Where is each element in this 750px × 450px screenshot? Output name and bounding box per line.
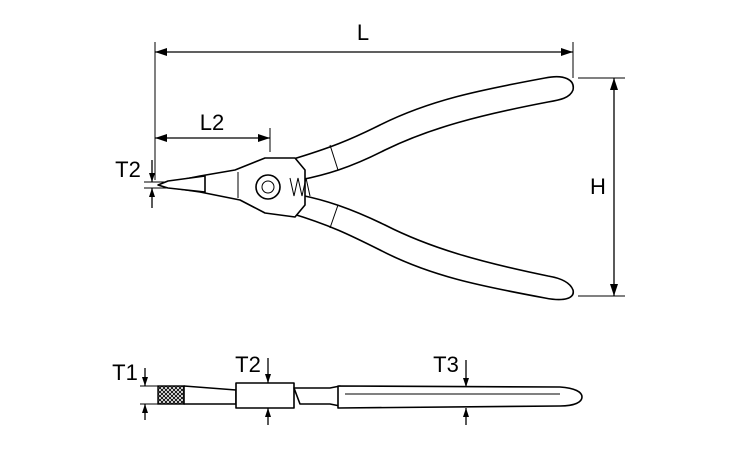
dimension-length: L — [154, 20, 574, 180]
return-spring — [289, 177, 311, 197]
pliers-tip — [157, 175, 206, 193]
pivot-bolt — [255, 174, 281, 200]
dimension-tip-thickness-label: T2 — [115, 157, 141, 182]
dimension-side-handle: T3 — [433, 352, 469, 425]
dimension-side-joint-label: T2 — [235, 352, 261, 377]
side-view: T1 T2 T3 — [112, 352, 583, 425]
dimension-height: H — [578, 77, 625, 297]
side-neck — [293, 385, 341, 407]
dimension-tip-length-label: L2 — [200, 110, 224, 135]
dimension-height-label: H — [590, 174, 606, 199]
side-joint — [235, 382, 295, 409]
dimension-side-handle-label: T3 — [433, 352, 459, 377]
dimension-side-tip-label: T1 — [112, 360, 138, 385]
dimension-side-tip: T1 — [112, 360, 160, 420]
dimension-tip-length: L2 — [155, 110, 271, 152]
dimension-length-label: L — [357, 20, 369, 45]
knurled-tip — [157, 385, 185, 405]
pliers-side-view — [157, 382, 583, 409]
dimension-tip-thickness: T2 — [115, 157, 168, 208]
top-view: L L2 H T2 — [115, 20, 625, 301]
side-jaw — [183, 385, 237, 405]
lower-handle — [289, 194, 574, 301]
side-handle — [337, 385, 583, 409]
upper-handle — [289, 75, 574, 181]
pliers-top-view — [157, 75, 574, 301]
dimension-side-joint: T2 — [235, 352, 271, 425]
